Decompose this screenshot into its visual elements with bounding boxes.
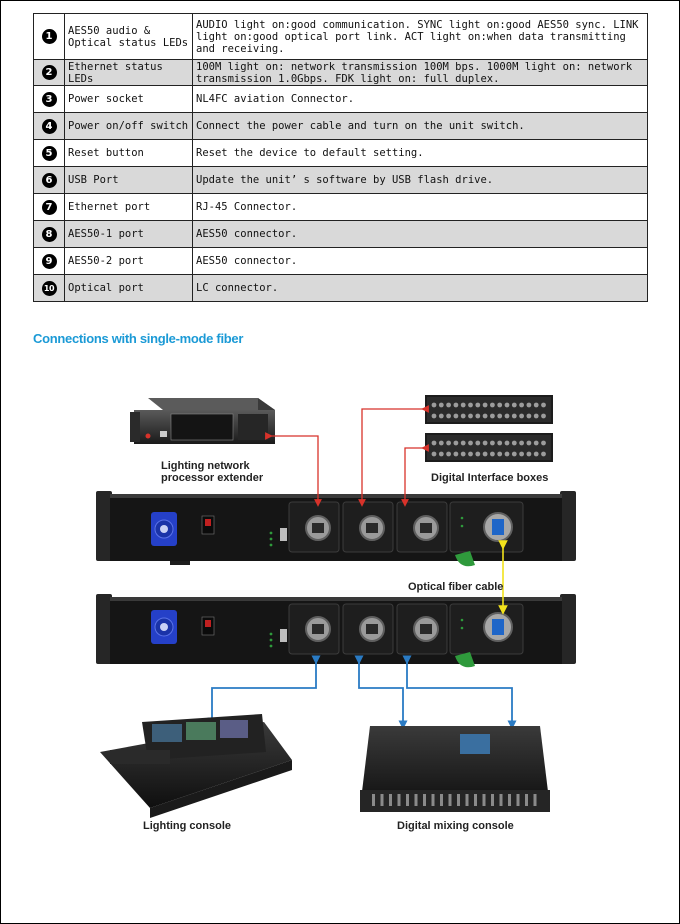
component-description-cell: RJ-45 Connector.: [192, 193, 648, 221]
number-badge: 1: [41, 29, 57, 44]
row-number-cell: 2: [33, 59, 65, 86]
extender-unit-upper: [96, 491, 576, 567]
number-badge: 2: [41, 65, 57, 80]
interface-boxes-label: Digital Interface boxes: [431, 472, 548, 484]
row-number-cell: 10: [33, 274, 65, 302]
component-description-cell: Update the unit’ s software by USB flash…: [192, 166, 648, 194]
lighting-console-label: Lighting console: [143, 820, 231, 832]
number-badge: 8: [41, 226, 57, 242]
row-number-cell: 4: [33, 112, 65, 140]
mixing-console-label: Digital mixing console: [397, 820, 514, 832]
processor-label-line1: Lighting network: [161, 460, 250, 472]
number-badge: 4: [41, 118, 57, 134]
blue-cables: [207, 655, 517, 730]
section-title: Connections with single-mode fiber: [33, 331, 244, 346]
component-description-cell: 100M light on: network transmission 100M…: [192, 59, 648, 86]
interface-box-1: [425, 395, 553, 424]
component-name-cell: Optical port: [64, 274, 193, 302]
component-name-cell: Power socket: [64, 85, 193, 113]
processor-device: [130, 398, 275, 444]
component-name-cell: AES50 audio & Optical status LEDs: [64, 13, 193, 60]
extender-unit-lower: [96, 594, 576, 668]
component-description-cell: NL4FC aviation Connector.: [192, 85, 648, 113]
component-description-cell: AES50 connector.: [192, 220, 648, 248]
number-badge: 5: [41, 145, 57, 161]
row-number-cell: 9: [33, 247, 65, 275]
mixing-console-device: [360, 726, 550, 812]
processor-label-line2: processor extender: [161, 472, 264, 484]
row-number-cell: 5: [33, 139, 65, 167]
fiber-cable-label: Optical fiber cable: [408, 581, 503, 593]
red-cables: [265, 405, 429, 507]
number-badge: 7: [41, 199, 57, 215]
lighting-console-device: [100, 714, 292, 818]
interface-box-2: [425, 433, 553, 462]
component-description-cell: LC connector.: [192, 274, 648, 302]
component-name-cell: Power on/off switch: [64, 112, 193, 140]
component-description-cell: AUDIO light on:good communication. SYNC …: [192, 13, 648, 60]
component-description-cell: Reset the device to default setting.: [192, 139, 648, 167]
component-description-cell: Connect the power cable and turn on the …: [192, 112, 648, 140]
number-badge: 10: [41, 280, 57, 296]
number-badge: 9: [41, 253, 57, 269]
number-badge: 6: [41, 172, 57, 188]
number-badge: 3: [41, 91, 57, 107]
